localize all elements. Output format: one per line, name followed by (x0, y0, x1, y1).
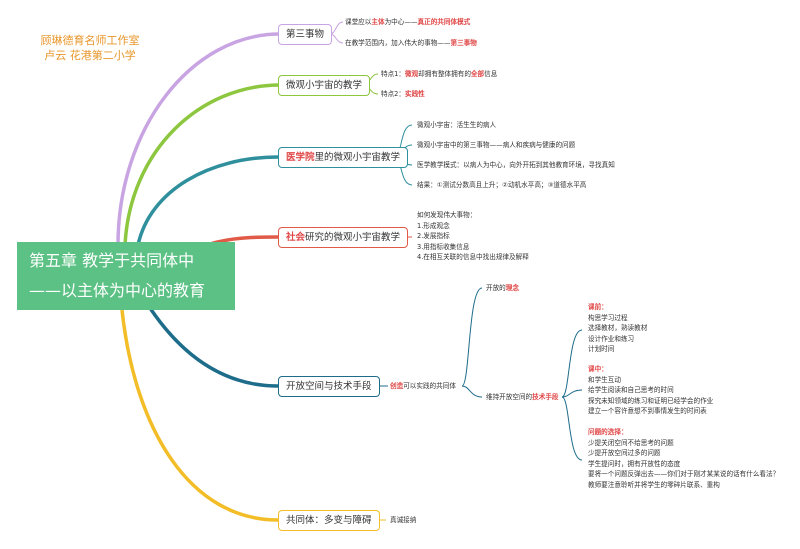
leaf-third-thing-1: 课堂应以主体为中心——真正的共同体模式 (345, 18, 471, 26)
branch-label: 共同体：多变与障碍 (286, 515, 372, 526)
group-item: 学生提问时，拥有开放性的态度 (588, 459, 681, 468)
branch-label: 第三事物 (286, 29, 325, 40)
root-topic[interactable]: 第五章 教学于共同体中 ——以主体为中心的教育 (17, 242, 235, 310)
group-before-class: 课前： 构思学习过程 选择教材，熟读教材 设计作业和练习 计划时间 (588, 302, 647, 355)
connector-branch-1 (116, 32, 281, 246)
group-item: 和学生互动 (588, 375, 621, 384)
branch-label: 微观小宇宙的教学 (286, 80, 363, 91)
group-item: 选择教材，熟读教材 (588, 324, 648, 333)
group-item: 构思学习过程 (588, 313, 628, 322)
leaf-social-4: 4.在相互关联的信息中找出规律及解释 (417, 253, 529, 262)
group-item: 少提关闭空间不给思考的问题 (588, 438, 674, 447)
leaf-social-list: 如何发现伟大事物： 1.形成观念 2.发展指标 3.用指标收集信息 4.在相互关… (417, 210, 529, 263)
connector-branch-5 (148, 307, 279, 388)
leaf-social-0: 如何发现伟大事物： (417, 211, 477, 219)
root-title-line2: ——以主体为中心的教育 (29, 281, 206, 300)
group-head: 课前： (588, 303, 608, 311)
group-question-selection: 问题的选择： 少提关闭空间不给思考的问题 少提开放空间过多的问题 学生提问时，拥… (588, 427, 779, 491)
branch-community-barriers[interactable]: 共同体：多变与障碍 (278, 510, 380, 531)
leaf-medical-2: 微观小宇宙中的第三事物——病人和疾病与健康的问题 (417, 141, 576, 149)
leaf-micro-1: 特点1：微观却拥有整体拥有的全部信息 (381, 70, 498, 78)
leaf-social-3: 3.用指标收集信息 (417, 242, 470, 251)
leaf-medical-3: 医学教学模式：以病人为中心，向外开拓到其他教育环境，寻找真知 (417, 161, 615, 169)
root-title-line1: 第五章 教学于共同体中 (29, 251, 195, 270)
leaf-medical-4: 结果：①测试分数高且上升；②动机水平高；③道德水平高 (417, 181, 587, 189)
group-item: 少提开放空间过多的问题 (588, 449, 661, 458)
branch-label: 研究的微观小宇宙教学 (305, 232, 401, 243)
author-name: 卢云 花港第二小学 (44, 49, 136, 62)
leaf-micro-2: 特点2：实践性 (381, 90, 425, 98)
branch-social-research[interactable]: 社会研究的微观小宇宙教学 (278, 227, 409, 248)
branch-micro-universe[interactable]: 微观小宇宙的教学 (278, 75, 371, 96)
group-item: 设计作业和练习 (588, 334, 635, 343)
branch-open-space[interactable]: 开放空间与技术手段 (278, 376, 380, 397)
sub-create-community: 创造可以实践的共同体 (390, 382, 456, 390)
branch-label: 里的微观小宇宙教学 (314, 152, 401, 163)
connector-branch-3 (136, 155, 279, 246)
branch-label-highlight: 医学院 (286, 152, 315, 163)
connector-branch-6 (120, 309, 279, 522)
branch-label-highlight: 社会 (286, 232, 306, 243)
author-studio: 顾琳德育名师工作室 (40, 34, 140, 47)
leaf-social-2: 2.发展指标 (417, 232, 450, 241)
group-head: 课中： (588, 365, 608, 373)
leaf-community-1: 真诚接纳 (390, 516, 417, 524)
group-item: 教师要注意聆听并将学生的零碎片联系、重构 (588, 480, 720, 489)
leaf-third-thing-2: 在教学范围内，加入伟大的事物——第三事物 (345, 39, 477, 47)
group-item: 给学生阅读和自己思考的时间 (588, 386, 674, 395)
leaf-medical-1: 微观小宇宙：活生生的病人 (417, 121, 497, 129)
sub-technique: 维持开放空间的技术手段 (486, 393, 559, 401)
branch-label: 开放空间与技术手段 (286, 381, 372, 392)
group-in-class: 课中： 和学生互动 给学生阅读和自己思考的时间 探究未知领域的练习和证明已经学会… (588, 364, 713, 417)
leaf-social-1: 1.形成观念 (417, 221, 450, 230)
group-item: 探究未知领域的练习和证明已经学会的作业 (588, 396, 714, 405)
branch-third-thing[interactable]: 第三事物 (278, 24, 333, 45)
sub-open-concept: 开放的理念 (486, 284, 519, 292)
author-block: 顾琳德育名师工作室 卢云 花港第二小学 (30, 33, 150, 63)
group-head: 问题的选择： (588, 428, 628, 436)
group-item: 建立一个容许意想不到事情发生的时间表 (588, 407, 707, 416)
group-item: 要将一个问题反弹出去——你们对于刚才某某说的话有什么看法？ (588, 470, 780, 479)
group-item: 计划时间 (588, 345, 615, 354)
branch-medical-school[interactable]: 医学院里的微观小宇宙教学 (278, 147, 409, 168)
connector-branch-2 (123, 83, 281, 246)
